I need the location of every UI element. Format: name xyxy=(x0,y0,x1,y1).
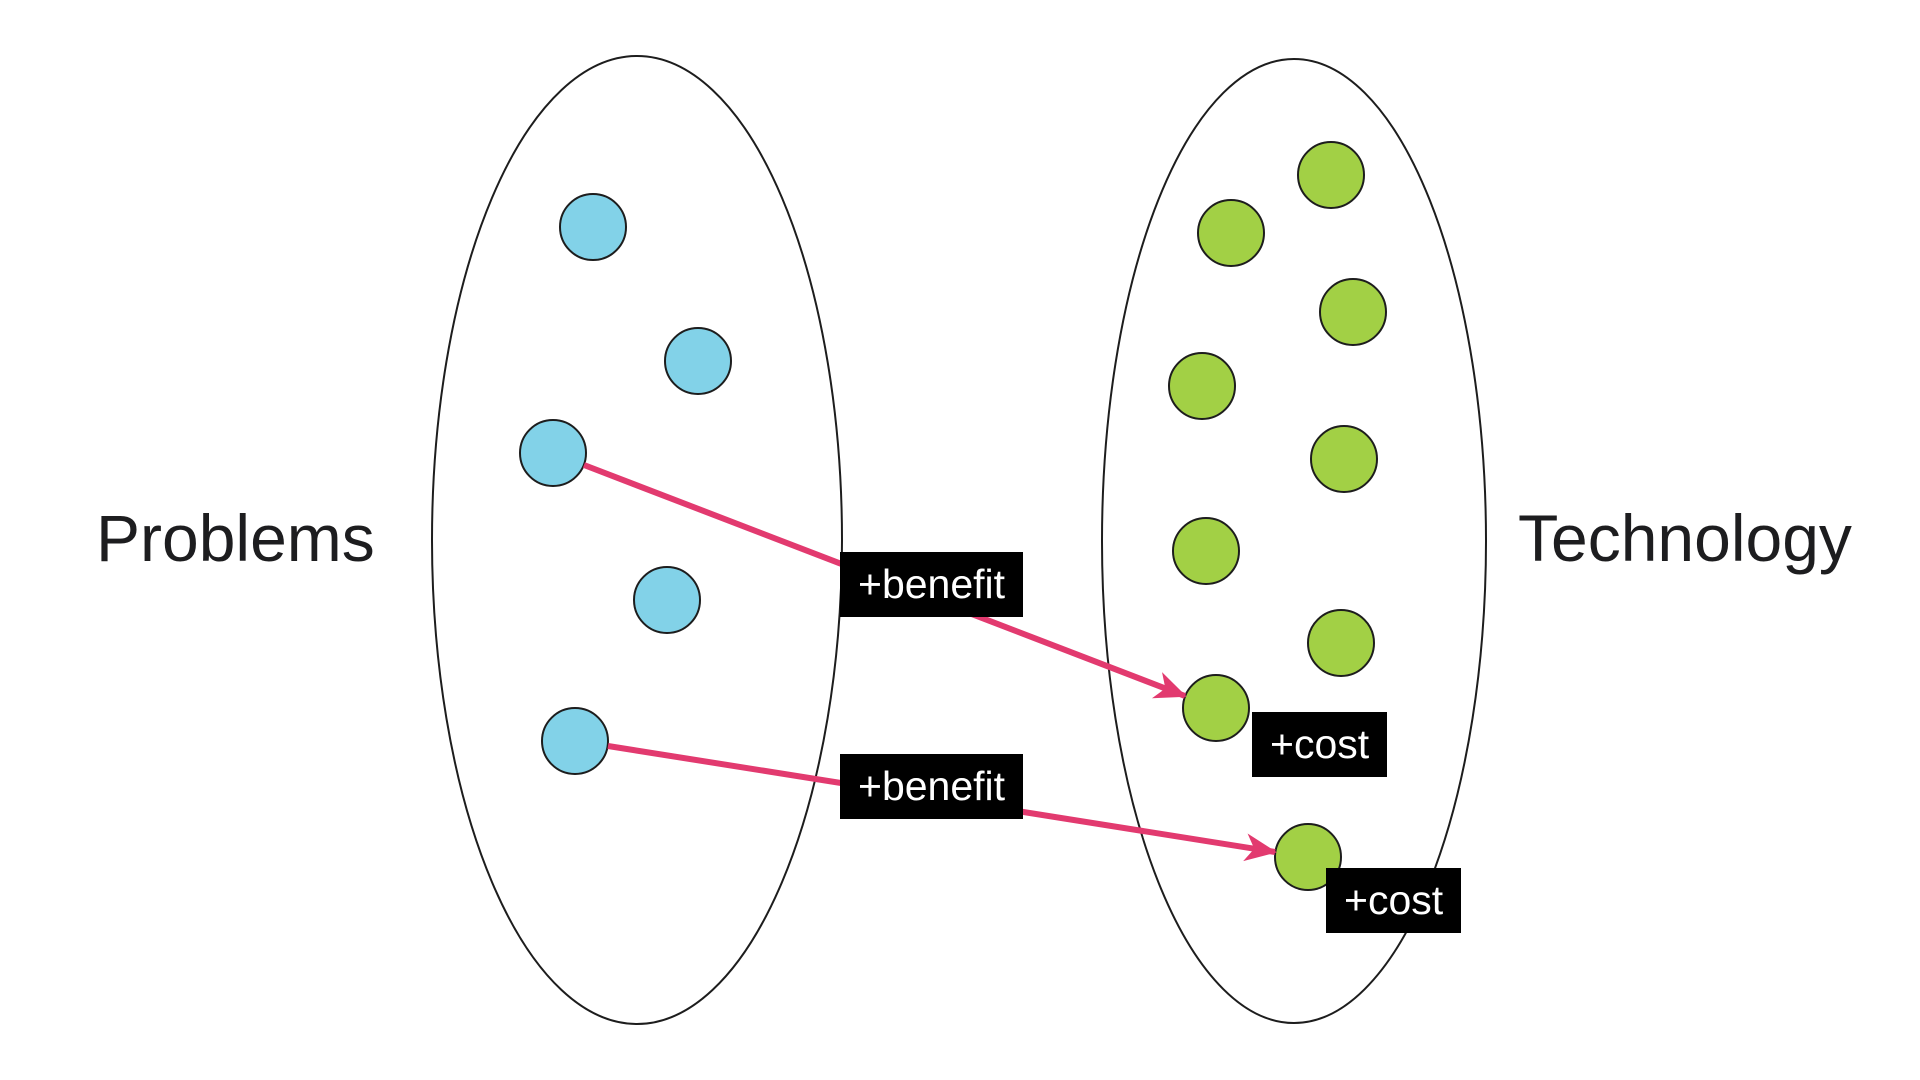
technology-dot xyxy=(1168,352,1236,420)
set-ellipses xyxy=(431,55,1487,1025)
problems-set-label: Problems xyxy=(96,501,375,575)
problems-dot xyxy=(559,193,627,261)
technology-dot xyxy=(1297,141,1365,209)
technology-dot xyxy=(1319,278,1387,346)
technology-set-ellipse xyxy=(1101,58,1487,1024)
technology-dot xyxy=(1182,674,1250,742)
benefit-label: +benefit xyxy=(840,552,1024,617)
benefit-label: +benefit xyxy=(840,754,1024,819)
technology-dot xyxy=(1310,425,1378,493)
technology-dot xyxy=(1307,609,1375,677)
set-dots xyxy=(519,141,1387,891)
cost-label: +cost xyxy=(1326,868,1462,933)
cost-label: +cost xyxy=(1252,712,1388,777)
problems-dot xyxy=(633,566,701,634)
problems-dot xyxy=(519,419,587,487)
technology-set-label: Technology xyxy=(1518,501,1852,575)
problems-dot xyxy=(541,707,609,775)
technology-dot xyxy=(1197,199,1265,267)
problems-dot xyxy=(664,327,732,395)
technology-dot xyxy=(1172,517,1240,585)
problems-set-ellipse xyxy=(431,55,843,1025)
